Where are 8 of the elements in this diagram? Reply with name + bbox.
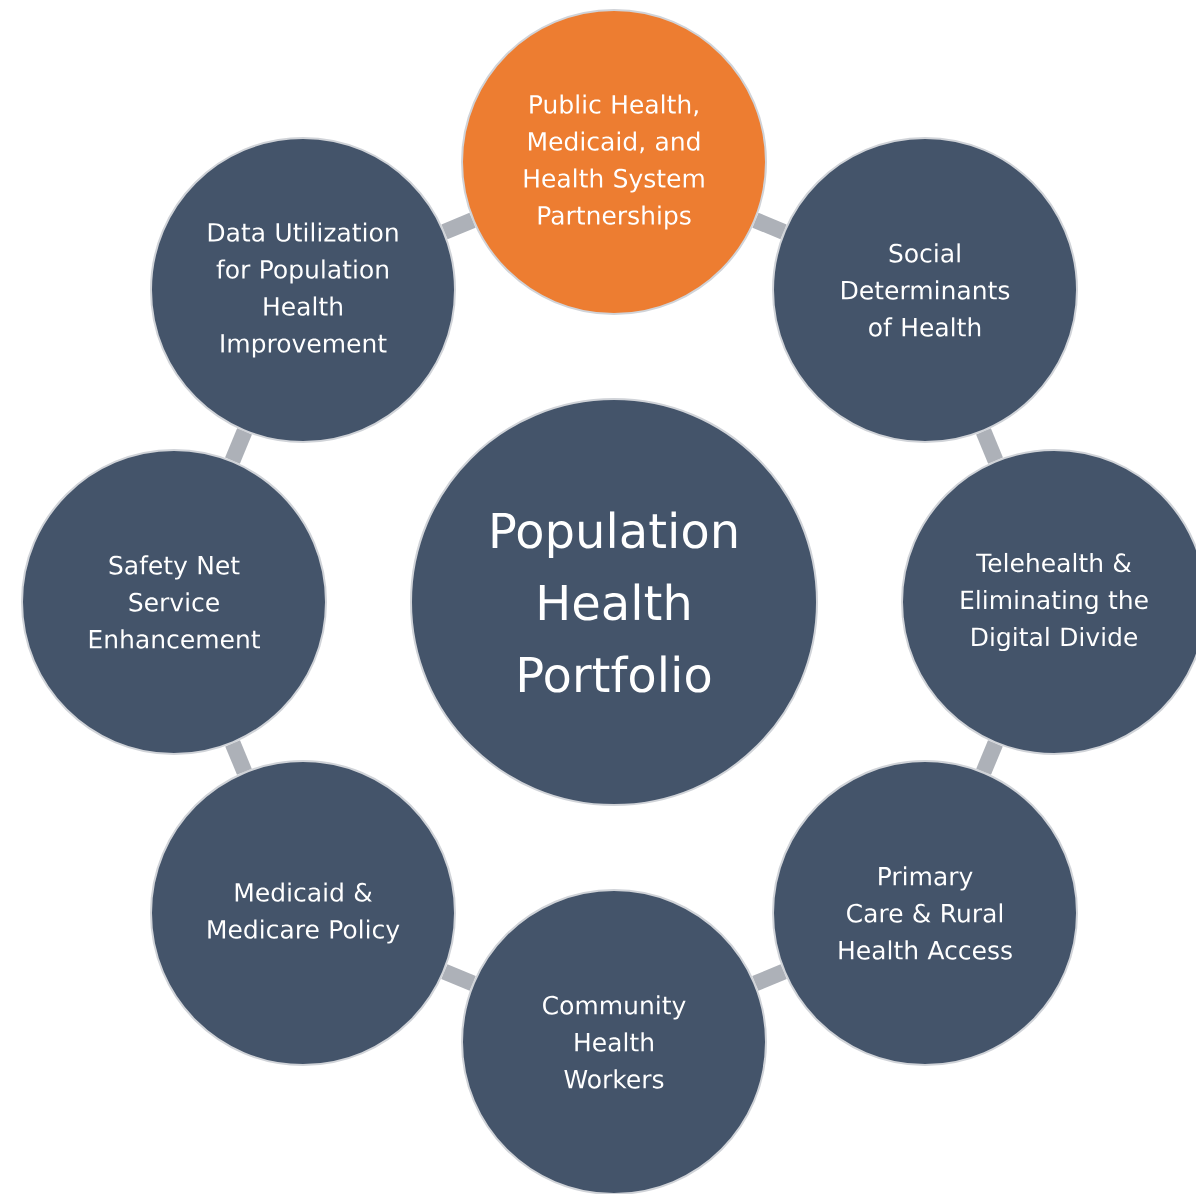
connector-bar: [225, 740, 252, 775]
connector-bar: [752, 212, 787, 240]
connector-bar: [752, 964, 787, 991]
connector-bar: [441, 964, 476, 991]
connector-bar: [441, 212, 476, 240]
connector-bar: [225, 428, 252, 464]
connector-bar: [976, 740, 1003, 775]
connector-bar: [976, 428, 1003, 464]
